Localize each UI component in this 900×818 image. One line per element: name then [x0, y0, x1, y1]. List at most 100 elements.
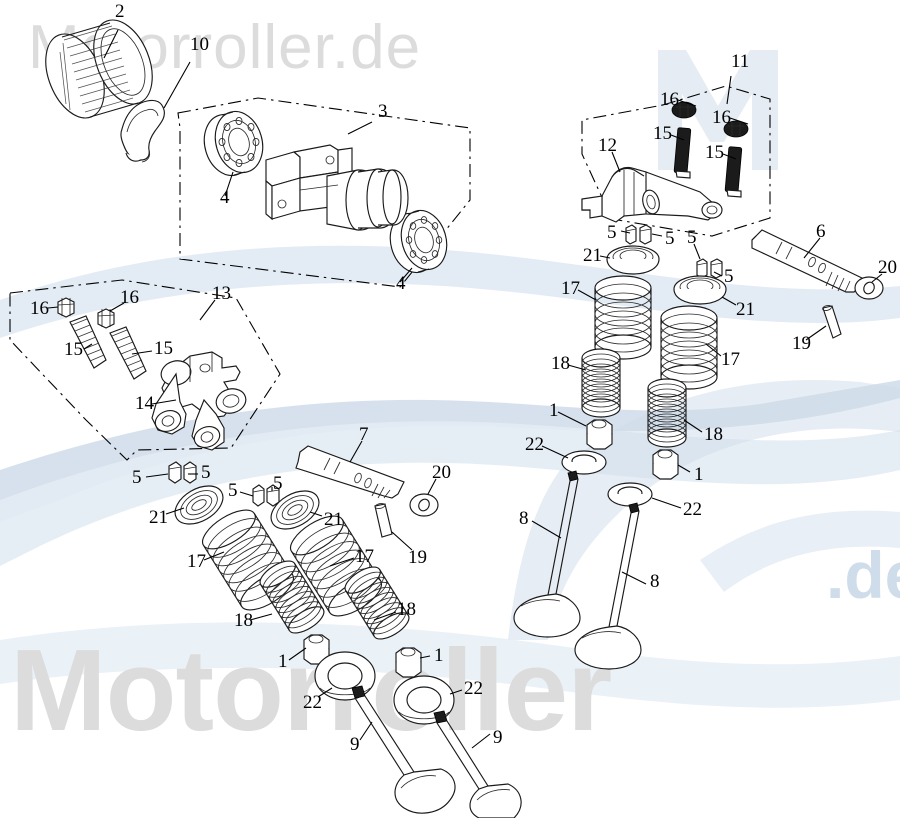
callout-5r1[interactable]: 5 — [607, 222, 617, 243]
part-valve-right-2 — [574, 502, 642, 670]
callout-5r4[interactable]: 5 — [724, 266, 734, 287]
callout-1r2[interactable]: 1 — [694, 464, 704, 485]
callout-1l1[interactable]: 1 — [278, 651, 288, 672]
part-valve-cotter-l3 — [252, 484, 265, 507]
part-valve-stem-seal-r1 — [586, 419, 613, 450]
part-valve-cotter-r1 — [625, 224, 637, 245]
callout-13[interactable]: 13 — [212, 283, 231, 304]
callout-21r2[interactable]: 21 — [736, 299, 755, 320]
part-adjuster-screw-r2 — [724, 146, 743, 198]
part-camshaft-bearing-right — [389, 209, 448, 274]
part-adjuster-screw-l2 — [109, 326, 147, 380]
part-valve-left-1 — [351, 685, 456, 814]
callout-20l[interactable]: 20 — [432, 462, 451, 483]
callout-11[interactable]: 11 — [731, 51, 749, 72]
part-inner-valve-spring-l2 — [344, 566, 410, 640]
callout-10[interactable]: 10 — [190, 34, 209, 55]
part-rocker-shaft-left — [295, 445, 405, 499]
callout-15b[interactable]: 15 — [705, 142, 724, 163]
part-outer-valve-spring-l2 — [289, 515, 383, 617]
callout-1l2[interactable]: 1 — [434, 645, 444, 666]
callout-19l[interactable]: 19 — [408, 547, 427, 568]
callout-2[interactable]: 2 — [115, 1, 125, 22]
callout-15a[interactable]: 15 — [653, 123, 672, 144]
callout-7[interactable]: 7 — [359, 424, 369, 445]
part-spring-retainer-l1 — [174, 485, 224, 525]
part-adjuster-screw-r1 — [673, 127, 692, 179]
callout-18l2[interactable]: 18 — [397, 599, 416, 620]
callout-4b[interactable]: 4 — [396, 273, 406, 294]
group-box-camshaft — [177, 97, 471, 288]
callout-21l1[interactable]: 21 — [149, 507, 168, 528]
callout-12[interactable]: 12 — [598, 135, 617, 156]
part-washer-left — [409, 493, 439, 517]
part-spring-retainer-r2 — [673, 275, 727, 305]
callout-20r[interactable]: 20 — [878, 257, 897, 278]
callout-21l2[interactable]: 21 — [324, 509, 343, 530]
callout-14[interactable]: 14 — [135, 393, 155, 414]
part-lock-nut-l2 — [97, 308, 115, 329]
callout-9l2[interactable]: 9 — [493, 727, 503, 748]
callout-17r1[interactable]: 17 — [561, 278, 580, 299]
callout-9l1[interactable]: 9 — [350, 734, 360, 755]
part-valve-cotter-r2 — [639, 224, 652, 245]
callout-group: 2 10 3 4 4 11 16 16 15 15 12 6 20 19 5 5… — [30, 1, 897, 755]
part-valve-cotter-r4 — [710, 258, 723, 279]
part-inner-valve-spring-r2 — [647, 378, 687, 448]
part-spring-seat-r2 — [607, 482, 653, 507]
group-box-rocker-right — [581, 85, 771, 237]
callout-17l2[interactable]: 17 — [355, 546, 374, 567]
callout-22r2[interactable]: 22 — [683, 499, 702, 520]
callout-5l3[interactable]: 5 — [228, 480, 238, 501]
part-rocker-shaft-right — [751, 229, 863, 293]
part-rocker-arm-left — [151, 351, 247, 451]
callout-4a[interactable]: 4 — [220, 187, 230, 208]
callout-18r1[interactable]: 18 — [551, 353, 570, 374]
leader-lines — [47, 29, 883, 749]
callout-6[interactable]: 6 — [816, 221, 826, 242]
callout-15l2[interactable]: 15 — [154, 338, 173, 359]
part-dowel-pin-right — [822, 305, 842, 339]
part-camshaft — [265, 144, 409, 231]
callout-18r2[interactable]: 18 — [704, 424, 723, 445]
callout-5l2[interactable]: 5 — [201, 462, 211, 483]
callout-19r[interactable]: 19 — [792, 333, 811, 354]
callout-18l1[interactable]: 18 — [234, 610, 253, 631]
watermark-logo-m — [658, 50, 778, 170]
callout-1r1[interactable]: 1 — [549, 400, 559, 421]
part-lock-nut-r2 — [723, 120, 749, 138]
part-camshaft-bearing-left — [203, 110, 264, 177]
callout-5r3[interactable]: 5 — [687, 227, 697, 248]
part-valve-stem-seal-l2 — [395, 647, 422, 678]
part-camshaft-sprocket-ring — [45, 19, 153, 119]
callout-16l1[interactable]: 16 — [30, 298, 49, 319]
callout-22l2[interactable]: 22 — [464, 678, 483, 699]
callout-21r1[interactable]: 21 — [583, 245, 602, 266]
callout-16a[interactable]: 16 — [660, 89, 679, 110]
callout-3[interactable]: 3 — [378, 101, 388, 122]
callout-5l1[interactable]: 5 — [132, 467, 142, 488]
callout-8r2[interactable]: 8 — [650, 571, 660, 592]
callout-16b[interactable]: 16 — [712, 107, 731, 128]
part-retainer-plate — [120, 99, 165, 163]
callout-15l1[interactable]: 15 — [64, 339, 83, 360]
part-valve-right-1 — [513, 470, 581, 638]
part-spring-seat-r1 — [561, 450, 607, 475]
part-valve-cotter-l1 — [168, 461, 182, 484]
part-inner-valve-spring-r1 — [581, 348, 621, 418]
watermark-bottom-suffix: .de — [826, 538, 900, 612]
callout-22l1[interactable]: 22 — [303, 692, 322, 713]
callout-8r1[interactable]: 8 — [519, 508, 529, 529]
group-box-rocker-left — [9, 279, 281, 461]
callout-5l4[interactable]: 5 — [273, 473, 283, 494]
callout-22r1[interactable]: 22 — [525, 434, 544, 455]
part-dowel-pin-left — [374, 503, 393, 538]
callout-16l2[interactable]: 16 — [120, 287, 139, 308]
part-outer-valve-spring-r1 — [594, 275, 652, 360]
callout-17l1[interactable]: 17 — [187, 551, 206, 572]
callout-5r2[interactable]: 5 — [665, 228, 675, 249]
callout-17r2[interactable]: 17 — [721, 349, 740, 370]
